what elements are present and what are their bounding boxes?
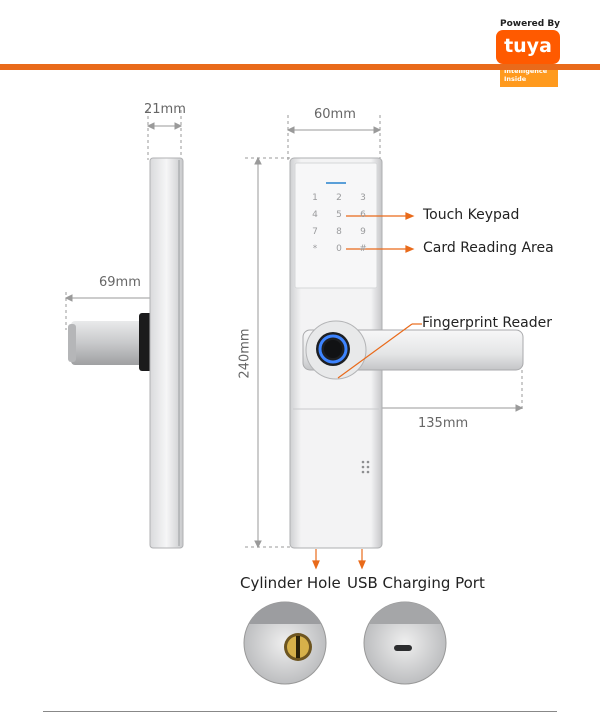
key-0[interactable]: 0 (336, 244, 342, 254)
tag-line-1: Intelligence (504, 67, 548, 75)
key-3[interactable]: 3 (360, 193, 366, 203)
card-reading-area-label: Card Reading Area (423, 240, 554, 256)
cylinder-hole-label: Cylinder Hole (240, 574, 341, 592)
fingerprint-reader-label: Fingerprint Reader (422, 315, 552, 331)
powered-by-text: Powered By (500, 19, 561, 29)
key-1[interactable]: 1 (312, 193, 318, 203)
lock-handle (302, 320, 524, 380)
key-4[interactable]: 4 (312, 210, 318, 220)
key-7[interactable]: 7 (312, 227, 318, 237)
tuya-logo: tuya (496, 30, 560, 64)
callout-lines (312, 212, 422, 570)
key-2[interactable]: 2 (336, 193, 342, 203)
touch-keypad: 1 2 3 4 5 6 7 8 9 * 0 # (303, 193, 375, 254)
handle-length-label: 135mm (418, 416, 469, 431)
key-star[interactable]: * (312, 244, 318, 254)
header-rule (0, 64, 600, 70)
height-label: 240mm (237, 328, 253, 379)
key-9[interactable]: 9 (360, 227, 366, 237)
thickness-label: 21mm (144, 102, 186, 117)
touch-keypad-label: Touch Keypad (423, 207, 520, 223)
usb-port-closeup (363, 601, 447, 685)
lock-side-view (68, 157, 184, 549)
key-5[interactable]: 5 (336, 210, 342, 220)
footer-rule (43, 711, 557, 712)
dimension-guides (65, 110, 523, 548)
width-label: 60mm (314, 107, 356, 122)
handle-depth-label: 69mm (99, 275, 141, 290)
usb-charging-port-label: USB Charging Port (347, 574, 485, 592)
key-8[interactable]: 8 (336, 227, 342, 237)
tag-line-2: Inside (504, 75, 527, 83)
cylinder-hole-closeup (243, 601, 327, 685)
key-hash[interactable]: # (359, 244, 367, 254)
key-6[interactable]: 6 (360, 210, 366, 220)
